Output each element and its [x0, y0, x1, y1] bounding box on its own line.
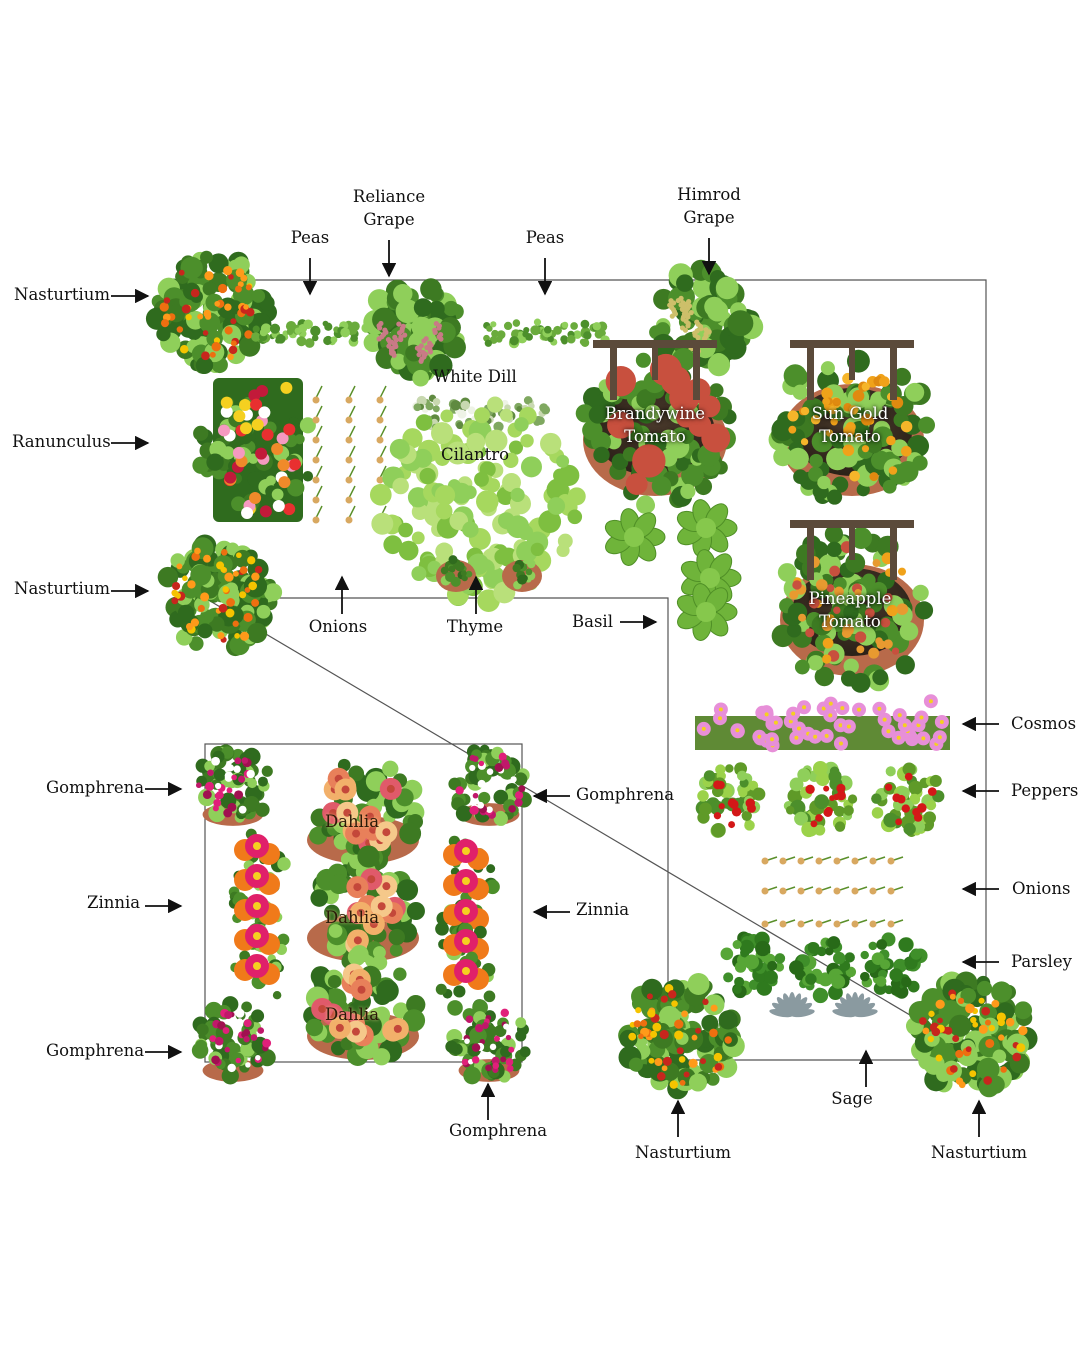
top-bed-outline [202, 279, 989, 1061]
nasturtium-icon [618, 973, 745, 1100]
label-dahlia-1: Dahlia [324, 812, 380, 831]
label-nasturtium-bottom-right: Nasturtium [930, 1143, 1028, 1162]
ranunculus-icon [192, 378, 316, 522]
pea-plant-icon [483, 318, 610, 349]
label-peas-right: Peas [525, 228, 565, 247]
gomphrena-icon [448, 744, 532, 826]
label-cilantro: Cilantro [440, 445, 510, 464]
zinnia-icon [230, 950, 284, 1000]
label-sage: Sage [831, 1089, 873, 1108]
label-onions-right: Onions [1012, 879, 1071, 898]
label-cosmos: Cosmos [1011, 714, 1077, 733]
sage-icon [832, 992, 878, 1018]
cosmos-icon [695, 694, 950, 753]
label-brandywine-tomato: Brandywine Tomato [604, 404, 706, 446]
onion-icon [312, 385, 323, 524]
cilantro-icon [369, 396, 586, 612]
tomato-plant-icon [771, 520, 934, 693]
label-peppers: Peppers [1011, 781, 1079, 800]
label-white-dill: White Dill [433, 367, 517, 386]
parsley-icon [720, 931, 786, 999]
label-himrod-grape: Himrod Grape [677, 185, 741, 227]
label-gomphrena-bottom-right: Gomphrena [448, 1121, 548, 1140]
label-dahlia-2: Dahlia [324, 908, 380, 927]
label-reliance-grape: Reliance Grape [352, 187, 426, 229]
basil-icon [604, 508, 666, 566]
basil-icon [676, 499, 738, 557]
onion-icon [761, 856, 904, 865]
label-zinnia-right: Zinnia [576, 900, 630, 919]
basil-icon [676, 583, 738, 641]
label-sun-gold-tomato: Sun Gold Tomato [811, 404, 889, 446]
grape-vine-icon [363, 278, 466, 387]
sage-icon [769, 992, 815, 1018]
parsley-icon [789, 936, 857, 1004]
label-onions-top: Onions [308, 617, 368, 636]
zinnia-icon [435, 951, 496, 1016]
gomphrena-icon [445, 999, 531, 1085]
parsley-icon [860, 932, 928, 999]
nasturtium-icon [157, 534, 283, 657]
onion-icon [761, 886, 904, 895]
label-thyme: Thyme [446, 617, 504, 636]
dahlia-icon [303, 945, 426, 1066]
label-nasturtium-bottom-mid: Nasturtium [634, 1143, 732, 1162]
pepper-plant-icon [871, 762, 945, 837]
nasturtium-icon [145, 250, 277, 375]
label-gomphrena-top-left: Gomphrena [46, 778, 145, 797]
label-pineapple-tomato: Pineapple Tomato [808, 589, 892, 631]
pepper-plant-icon [783, 760, 858, 838]
pea-plant-icon [251, 319, 382, 348]
label-gomphrena-bottom-left: Gomphrena [46, 1041, 145, 1060]
thyme-icon [436, 555, 542, 592]
label-ranunculus: Ranunculus [12, 432, 111, 451]
label-peas-left: Peas [290, 228, 330, 247]
tomato-plant-icon [575, 340, 737, 514]
label-parsley: Parsley [1011, 952, 1072, 971]
gomphrena-icon [191, 996, 276, 1085]
onion-icon [345, 385, 356, 524]
label-basil: Basil [572, 612, 613, 631]
pepper-plant-icon [695, 762, 766, 838]
plants-layer [145, 250, 1038, 1100]
label-gomphrena-top-right: Gomphrena [576, 785, 675, 804]
gomphrena-icon [195, 744, 273, 826]
label-nasturtium-top-left: Nasturtium [14, 285, 111, 304]
arrows-layer [111, 238, 999, 1137]
nasturtium-icon [905, 971, 1038, 1098]
label-dahlia-3: Dahlia [324, 1005, 380, 1024]
zinnia-icon [234, 922, 290, 979]
label-nasturtium-mid-left: Nasturtium [14, 579, 111, 598]
onion-icon [761, 919, 904, 928]
tomato-plant-icon [768, 340, 936, 505]
label-zinnia-left: Zinnia [87, 893, 141, 912]
